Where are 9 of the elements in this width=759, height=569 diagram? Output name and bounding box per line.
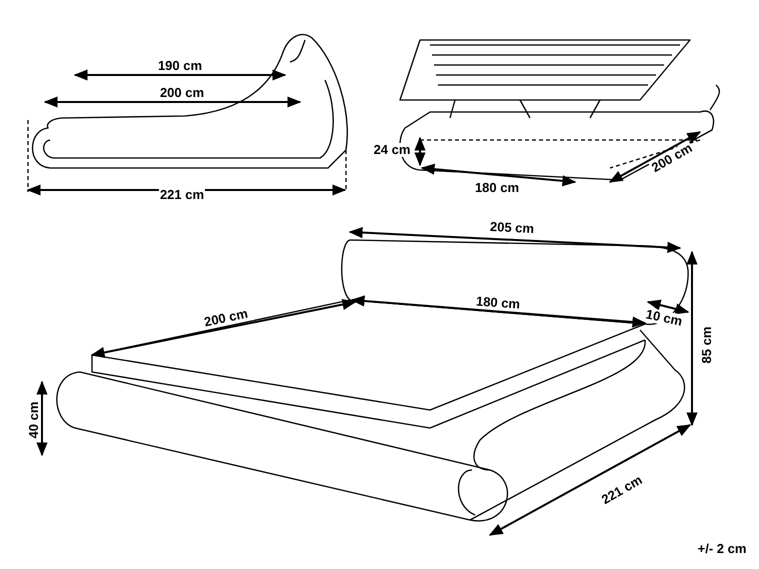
dimension-label: 85 cm — [700, 326, 714, 364]
dimension-label: 40 cm — [27, 400, 41, 440]
dimension-label: 180 cm — [474, 294, 522, 312]
dimension-label: 24 cm — [372, 143, 412, 157]
dimension-label: 221 cm — [158, 188, 206, 202]
dimension-label: 190 cm — [156, 59, 204, 73]
dimension-label: 200 cm — [158, 86, 206, 100]
dimension-label: 180 cm — [474, 181, 520, 195]
tolerance-note: +/- 2 cm — [696, 542, 748, 556]
